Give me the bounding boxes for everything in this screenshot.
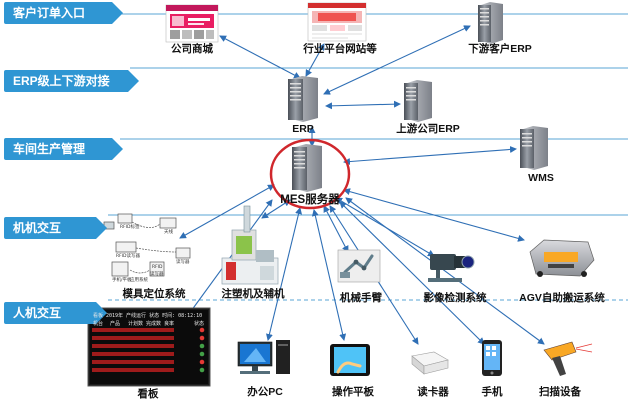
mold-positioning-icon bbox=[103, 213, 191, 277]
label-upstream-erp: 上游公司ERP bbox=[396, 123, 460, 135]
injection-machine-icon bbox=[221, 205, 279, 285]
mold-label-rfid-reader: RFID读写器 bbox=[116, 254, 141, 259]
lane-machine-interaction: 机机交互 bbox=[4, 217, 107, 239]
mold-label-rfid-tag: RFID标签 bbox=[120, 225, 140, 230]
label-company-mall: 公司商城 bbox=[171, 43, 213, 55]
industry-platform-icon bbox=[307, 2, 367, 42]
label-erp: ERP bbox=[292, 123, 314, 135]
label-agv: AGV自助搬运系统 bbox=[519, 292, 605, 304]
label-mold-positioning: 模具定位系统 bbox=[122, 288, 186, 300]
mold-label-reader: 读写器 bbox=[176, 260, 190, 265]
kanban-col-product: 产品 bbox=[110, 321, 121, 327]
mes-highlight-ring bbox=[269, 138, 351, 210]
kanban-col-status: 状态 bbox=[194, 321, 205, 327]
label-industry-platform: 行业平台网站等 bbox=[303, 43, 377, 55]
label-scanner: 扫描设备 bbox=[539, 386, 581, 398]
mold-label-phone-tablet: 手机/平板 bbox=[112, 278, 132, 283]
scanner-icon bbox=[543, 341, 593, 376]
kanban-screen-header: 看板 2019年 产线运行 状态 时间: 08:12:10 bbox=[93, 313, 203, 319]
agv-icon bbox=[529, 239, 595, 277]
kanban-board-icon bbox=[87, 307, 211, 387]
lane-customer-order: 客户订单入口 bbox=[4, 2, 123, 24]
connector-arrows bbox=[179, 25, 545, 345]
lane-workshop: 车间生产管理 bbox=[4, 138, 123, 160]
company-mall-icon bbox=[165, 4, 219, 43]
office-pc-icon bbox=[237, 340, 290, 374]
mold-label-app: 应用系统 bbox=[130, 278, 148, 283]
card-reader-icon bbox=[411, 351, 449, 375]
label-image-inspection: 影像检测系统 bbox=[423, 292, 487, 304]
label-wms: WMS bbox=[528, 172, 554, 184]
erp-server-icon bbox=[288, 76, 318, 122]
label-downstream-erp: 下游客户ERP bbox=[468, 43, 532, 55]
label-robot-arm: 机械手臂 bbox=[340, 292, 382, 304]
mold-label-antenna: 天线 bbox=[164, 230, 173, 235]
kanban-col-plan: 计划数 bbox=[128, 321, 144, 327]
label-office-pc: 办公PC bbox=[247, 386, 283, 398]
downstream-erp-server-icon bbox=[478, 2, 503, 44]
mes-server-icon bbox=[292, 144, 322, 192]
kanban-col-yield: 良率 bbox=[164, 321, 175, 327]
lane-erp-integration: ERP级上下游对接 bbox=[4, 70, 139, 92]
tablet-icon bbox=[330, 344, 370, 376]
kanban-col-done: 完成数 bbox=[146, 321, 162, 327]
label-card-reader: 读卡器 bbox=[417, 386, 449, 398]
label-injection-machine: 注塑机及辅机 bbox=[221, 288, 285, 300]
label-phone: 手机 bbox=[481, 386, 503, 398]
kanban-col-machine: 机台 bbox=[93, 321, 104, 327]
phone-icon bbox=[482, 340, 502, 376]
robot-arm-icon bbox=[337, 249, 381, 283]
wms-server-icon bbox=[520, 126, 548, 170]
upstream-erp-server-icon bbox=[404, 80, 432, 122]
image-inspection-icon bbox=[428, 254, 475, 282]
label-kanban: 看板 bbox=[137, 388, 159, 400]
mold-label-reader-2: 读写器 bbox=[150, 272, 164, 277]
label-mes: MES服务器 bbox=[280, 194, 340, 206]
mold-label-rfid: RFID bbox=[152, 265, 163, 270]
lane-human-machine: 人机交互 bbox=[4, 302, 107, 324]
label-tablet: 操作平板 bbox=[332, 386, 374, 398]
